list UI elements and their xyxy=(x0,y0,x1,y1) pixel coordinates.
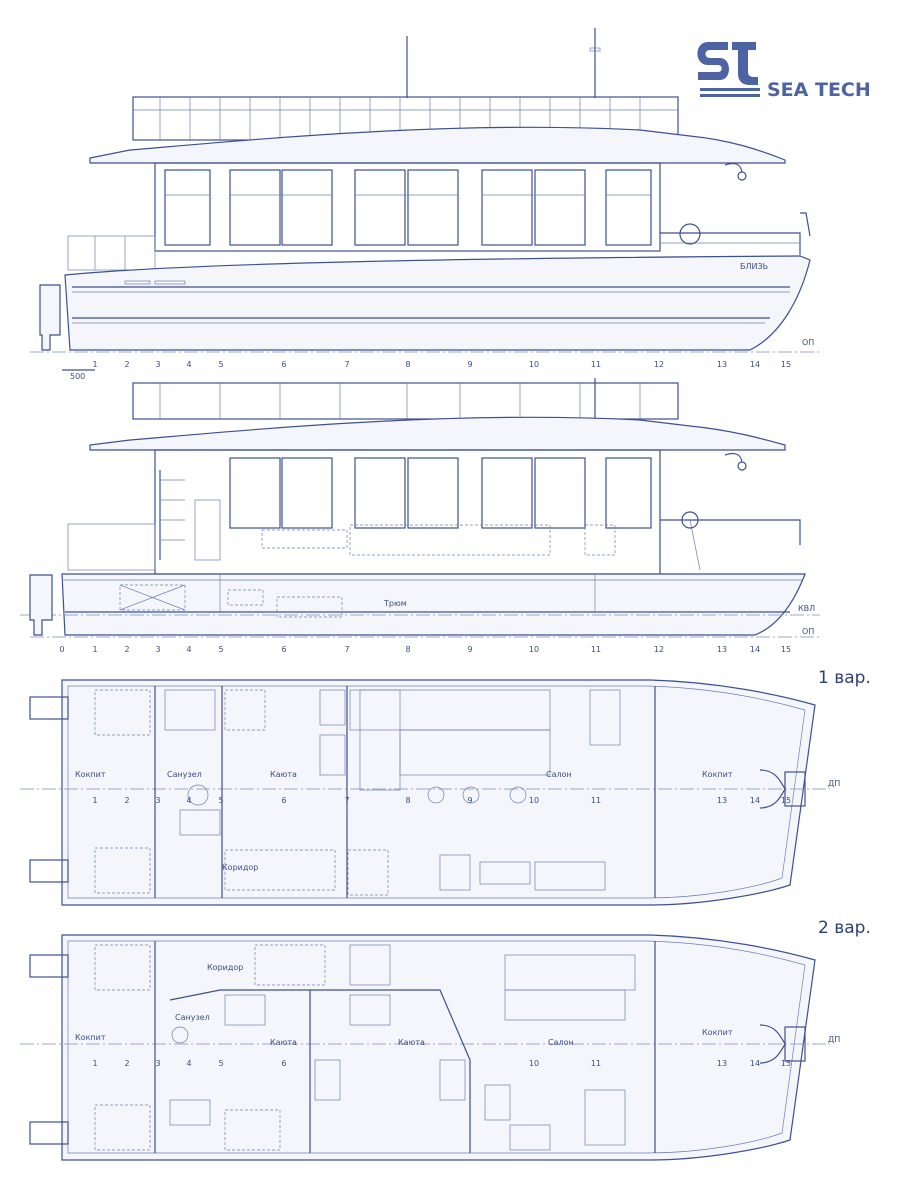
frame-number: 10 xyxy=(529,1059,539,1068)
plan-2-title: 2 вар. xyxy=(818,918,871,938)
frame-number: 8 xyxy=(405,796,410,805)
frame-number: 0 xyxy=(59,645,64,654)
frame-number: 14 xyxy=(750,1059,760,1068)
plan-variant-2: 2 вар. Кокпит Санузел Каюта Каюта Коридо… xyxy=(20,918,871,1161)
frame-number: 8 xyxy=(405,360,410,369)
plan-variant-1: 1 вар. Кокпит Санузел Каюта Коридор xyxy=(20,668,871,906)
hull-name: БЛИЗЬ xyxy=(740,262,768,271)
frame-number: 3 xyxy=(155,360,160,369)
frame-number: 5 xyxy=(218,1059,223,1068)
frame-number: 2 xyxy=(124,645,129,654)
frame-number: 7 xyxy=(344,360,349,369)
frame-number: 10 xyxy=(529,796,539,805)
sea-tech-logo: SEA TECH xyxy=(697,42,871,101)
frame-number: 14 xyxy=(750,645,760,654)
frame-number: 4 xyxy=(186,1059,191,1068)
frame-number: 8 xyxy=(405,645,410,654)
plan1-cockpit-aft: Кокпит xyxy=(75,770,106,779)
plan1-wc: Санузел xyxy=(167,770,202,779)
frame-number: 6 xyxy=(281,645,286,654)
frame-number: 2 xyxy=(124,796,129,805)
frame-number: 13 xyxy=(717,645,727,654)
frame-number: 9 xyxy=(467,796,472,805)
plan2-cabin-a: Каюта xyxy=(270,1038,297,1047)
frame-number: 7 xyxy=(344,796,349,805)
frame-number: 15 xyxy=(781,796,791,805)
frame-number: 4 xyxy=(186,796,191,805)
frame-number: 11 xyxy=(591,1059,601,1068)
plan2-cabin-b: Каюта xyxy=(398,1038,425,1047)
scale-label: 500 xyxy=(70,372,85,381)
frame-number: 10 xyxy=(529,645,539,654)
frame-number: 1 xyxy=(92,796,97,805)
frame-number: 5 xyxy=(218,796,223,805)
frame-number: 6 xyxy=(281,1059,286,1068)
plan2-centerline: ДП xyxy=(828,1035,840,1044)
plan1-frame-numbers: 1 2 3 4 5 6 7 8 9 10 11 13 14 15 xyxy=(92,796,791,805)
frame-number: 2 xyxy=(124,1059,129,1068)
frame-number: 13 xyxy=(717,796,727,805)
frame-number: 3 xyxy=(155,645,160,654)
frame-number: 9 xyxy=(467,360,472,369)
frame-number: 4 xyxy=(186,360,191,369)
plan1-salon: Салон xyxy=(546,770,572,779)
plan1-cabin: Каюта xyxy=(270,770,297,779)
plan2-corridor: Коридор xyxy=(207,963,243,972)
frame-number: 15 xyxy=(781,360,791,369)
frame-number: 5 xyxy=(218,360,223,369)
top-baseline-label: ОП xyxy=(802,338,814,347)
frame-number: 1 xyxy=(92,360,97,369)
frame-number: 13 xyxy=(717,1059,727,1068)
frame-number: 11 xyxy=(591,796,601,805)
frame-number: 7 xyxy=(344,645,349,654)
frame-number: 2 xyxy=(124,360,129,369)
plan2-wc: Санузел xyxy=(175,1013,210,1022)
plan2-cockpit-aft: Кокпит xyxy=(75,1033,106,1042)
frame-number: 1 xyxy=(92,1059,97,1068)
frame-number: 14 xyxy=(750,360,760,369)
frame-number: 4 xyxy=(186,645,191,654)
frame-number: 15 xyxy=(781,645,791,654)
frame-number: 6 xyxy=(281,360,286,369)
frame-number: 3 xyxy=(155,1059,160,1068)
plan2-frame-numbers: 1 2 3 4 5 6 10 11 13 14 15 xyxy=(92,1059,791,1068)
frame-number: 12 xyxy=(654,645,664,654)
hold-label: Трюм xyxy=(383,599,407,608)
plan-1-title: 1 вар. xyxy=(818,668,871,688)
frame-number: 10 xyxy=(529,360,539,369)
frame-number: 14 xyxy=(750,796,760,805)
plan2-salon: Салон xyxy=(548,1038,574,1047)
plan1-cockpit-fwd: Кокпит xyxy=(702,770,733,779)
frame-number: 1 xyxy=(92,645,97,654)
plan2-cockpit-fwd: Кокпит xyxy=(702,1028,733,1037)
plan1-centerline: ДП xyxy=(828,779,840,788)
frame-number: 13 xyxy=(717,360,727,369)
frame-number: 11 xyxy=(591,645,601,654)
frame-number: 6 xyxy=(281,796,286,805)
section-baseline-label: ОП xyxy=(802,627,814,636)
frame-number: 5 xyxy=(218,645,223,654)
plan1-corridor: Коридор xyxy=(222,863,258,872)
waterline-label: КВЛ xyxy=(798,604,815,613)
frame-number: 3 xyxy=(155,796,160,805)
frame-number: 9 xyxy=(467,645,472,654)
frame-number: 11 xyxy=(591,360,601,369)
brand-name: SEA TECH xyxy=(767,79,871,101)
frame-number: 15 xyxy=(781,1059,791,1068)
frame-number: 12 xyxy=(654,360,664,369)
